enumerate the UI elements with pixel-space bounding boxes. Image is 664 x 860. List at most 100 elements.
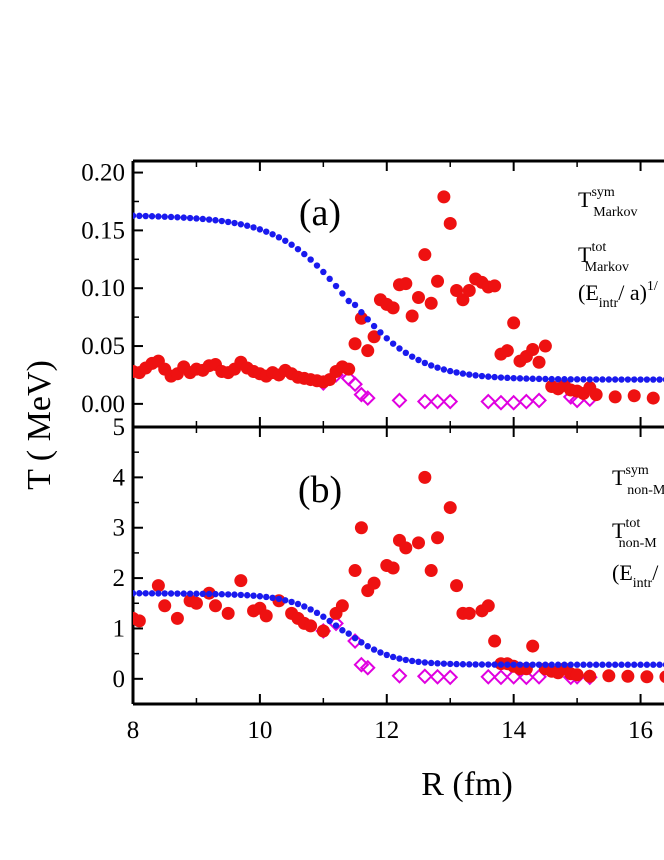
sym-point — [480, 668, 497, 685]
curve-point — [561, 661, 568, 668]
curve-point — [193, 590, 200, 597]
tot-point — [532, 355, 546, 369]
curve-point — [174, 590, 181, 597]
y-tick-label: 0.00 — [81, 391, 125, 418]
curve-point — [332, 282, 340, 290]
tot-point — [399, 277, 413, 291]
curve-point — [199, 590, 206, 598]
y-tick-label: 0.10 — [81, 275, 125, 302]
curve-point — [504, 661, 511, 668]
y-tick-label: 0.20 — [81, 160, 125, 187]
curve-point — [421, 359, 429, 367]
x-tick-label: 16 — [628, 717, 653, 744]
tot-point — [418, 470, 432, 484]
tot-point — [431, 274, 445, 288]
curve-point — [288, 598, 295, 606]
tot-point — [627, 389, 641, 403]
curve-point — [491, 661, 498, 668]
tot-point — [462, 284, 476, 298]
curve-point — [637, 661, 644, 668]
curve-point — [478, 372, 486, 380]
curve-point — [656, 661, 663, 668]
curve-point — [567, 376, 574, 383]
x-tick-label: 8 — [127, 717, 140, 744]
curve-point — [573, 661, 581, 668]
curve-point — [535, 661, 543, 668]
curve-point — [554, 661, 562, 668]
curve-point — [224, 591, 232, 598]
curve-point — [402, 349, 410, 357]
curve-point — [307, 606, 314, 613]
curve-point — [478, 661, 486, 668]
tot-point — [443, 216, 457, 230]
curve-point — [472, 372, 479, 379]
curve-point — [136, 590, 143, 597]
curve-point — [167, 213, 175, 221]
curve-point — [396, 345, 403, 352]
curve-point — [497, 374, 505, 381]
sym-point — [391, 392, 408, 409]
curve-point — [427, 659, 435, 667]
curve-point — [650, 376, 657, 383]
legend-sup: tot — [591, 240, 606, 255]
tot-point — [621, 669, 635, 683]
tot-point — [431, 531, 445, 545]
curve-point — [516, 661, 524, 668]
sym-point — [518, 669, 535, 686]
tot-point — [151, 579, 165, 593]
curve-point — [548, 375, 555, 383]
curve-point — [237, 591, 245, 599]
curve-point — [599, 661, 606, 668]
tot-point — [335, 599, 349, 613]
curve-point — [510, 661, 517, 668]
panel-label: (a) — [299, 192, 341, 234]
curve-point — [396, 655, 403, 662]
plot-area — [133, 190, 664, 411]
curve-point — [161, 590, 168, 597]
curve-point — [244, 222, 251, 229]
curve-point — [421, 659, 429, 666]
y-tick-label: 2 — [113, 565, 126, 592]
curve-point — [313, 262, 321, 269]
y-axis-label: T ( MeV) — [21, 360, 58, 490]
curve-point — [529, 661, 536, 668]
x-axis-label: R (fm) — [421, 766, 513, 803]
curve-point — [453, 660, 460, 668]
curve-point — [212, 217, 219, 224]
curve-point — [231, 591, 238, 598]
tot-point — [399, 541, 413, 555]
curve-point — [529, 375, 536, 382]
curve-point — [637, 376, 644, 383]
curve-point — [326, 275, 333, 283]
sym-point — [391, 667, 408, 684]
curve-point — [174, 214, 181, 221]
curve-point — [491, 373, 498, 381]
curve-point — [133, 590, 137, 597]
curve-point — [548, 661, 555, 668]
curve-point — [643, 376, 651, 383]
tot-point — [462, 606, 476, 620]
tot-point — [348, 337, 362, 351]
curve-point — [332, 622, 340, 629]
curve-point — [580, 661, 587, 668]
curve-point — [440, 660, 448, 667]
curve-point — [497, 661, 505, 668]
curve-point — [377, 329, 384, 336]
curve-point — [516, 375, 524, 382]
curve-point — [472, 661, 479, 668]
tot-point — [170, 611, 184, 625]
curve-point — [339, 290, 346, 297]
tot-point — [354, 311, 368, 325]
sym-point — [429, 393, 446, 410]
curve-point — [282, 597, 289, 604]
curve-point — [383, 651, 390, 659]
curve-point — [624, 376, 632, 383]
tot-point — [659, 670, 664, 684]
curve-point — [523, 661, 530, 668]
curve-point — [447, 660, 454, 668]
curve-point — [485, 661, 492, 668]
curve-point — [643, 661, 651, 668]
curve-point — [459, 370, 467, 377]
